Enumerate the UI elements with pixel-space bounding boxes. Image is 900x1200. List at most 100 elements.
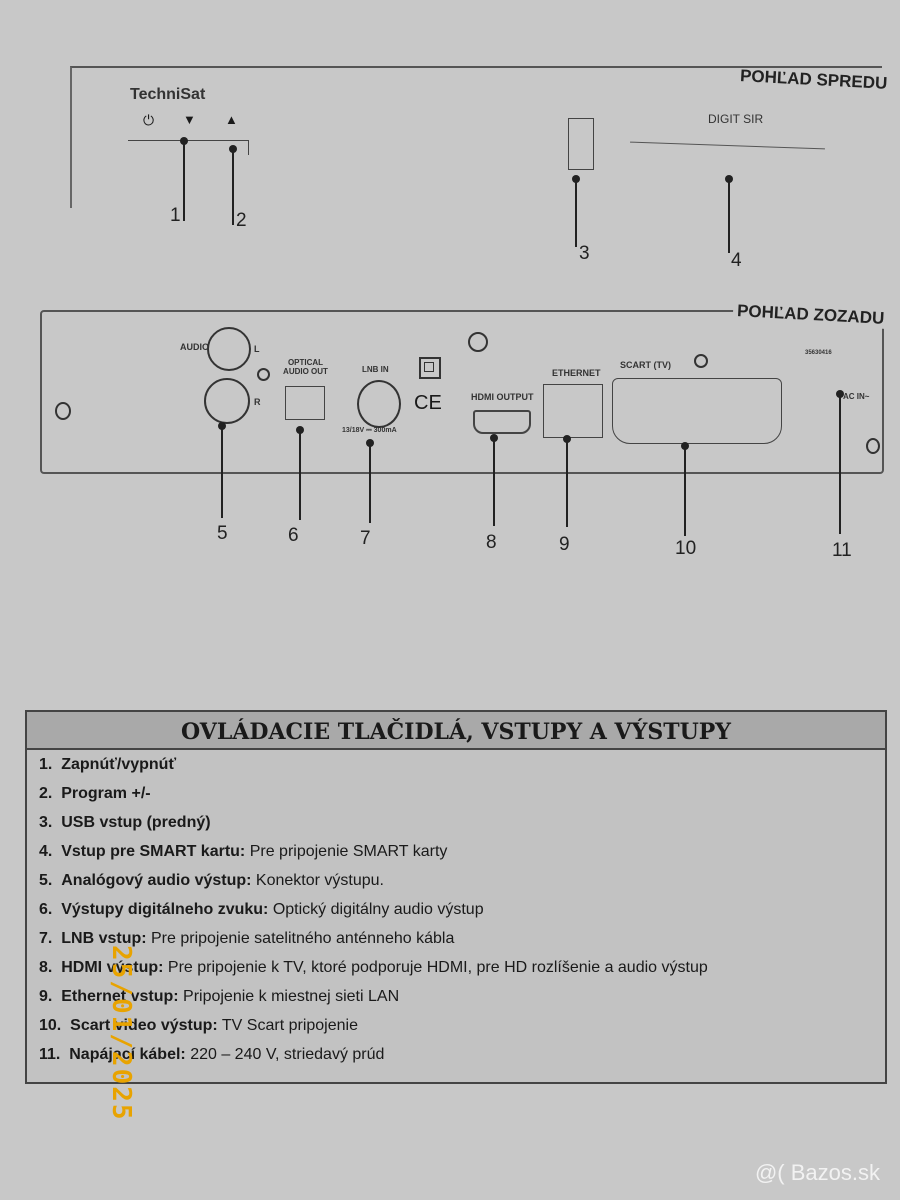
item-number: 8.: [39, 959, 53, 976]
table-row: 6. Výstupy digitálneho zvuku: Optický di…: [27, 895, 885, 924]
table-row: 10. Scart video výstup: TV Scart pripoje…: [27, 1011, 885, 1040]
front-panel-drawing: [70, 66, 882, 208]
lnb-port: [357, 380, 401, 428]
model-name: DIGIT SIR: [708, 112, 764, 126]
callout-line: [493, 438, 495, 526]
callout-line: [575, 179, 577, 247]
optical-label: OPTICAL AUDIO OUT: [283, 358, 328, 376]
callout-label: 5: [217, 523, 228, 544]
callout-line: [566, 439, 568, 527]
hdmi-label: HDMI OUTPUT: [471, 392, 534, 402]
item-name: Scart video výstup:: [70, 1017, 218, 1034]
callout-line: [232, 149, 234, 225]
screw-hole: [55, 402, 71, 420]
table-row: 7. LNB vstup: Pre pripojenie satelitného…: [27, 924, 885, 953]
callout-label: 10: [675, 538, 697, 559]
callout-label: 11: [832, 540, 852, 561]
ground-screw: [468, 332, 488, 352]
table-title: OVLÁDACIE TLAČIDLÁ, VSTUPY A VÝSTUPY: [27, 712, 885, 750]
scart-port: [612, 378, 782, 444]
hdmi-port: [473, 410, 531, 434]
table-row: 2. Program +/-: [27, 779, 885, 808]
callout-label: 2: [236, 210, 247, 231]
table-row: 9. Ethernet vstup: Pripojenie k miestnej…: [27, 982, 885, 1011]
callout-line: [369, 443, 371, 523]
item-description: Pripojenie k miestnej sieti LAN: [178, 988, 400, 1005]
ethernet-label: ETHERNET: [552, 368, 601, 378]
item-number: 9.: [39, 988, 53, 1005]
audio-r-jack: [204, 378, 250, 424]
item-number: 11.: [39, 1046, 61, 1063]
controls-table: OVLÁDACIE TLAČIDLÁ, VSTUPY A VÝSTUPY 1. …: [25, 710, 887, 1084]
serial-number: 35630416: [805, 350, 832, 356]
audio-l-label: L: [254, 344, 260, 354]
screw-hole: [866, 438, 880, 454]
callout-line: [221, 426, 223, 518]
item-name: Analógový audio výstup:: [61, 872, 252, 889]
item-number: 1.: [39, 756, 53, 773]
optical-port: [285, 386, 325, 420]
item-description: Pre pripojenie satelitného anténneho káb…: [146, 930, 455, 947]
callout-label: 3: [579, 243, 590, 264]
item-name: Zapnúť/vypnúť: [61, 756, 177, 773]
lnb-spec: 13/18V ⎓ 300mA: [342, 427, 397, 434]
button-bar: [128, 140, 249, 155]
item-name: Vstup pre SMART kartu:: [61, 843, 246, 860]
item-number: 5.: [39, 872, 53, 889]
item-description: Konektor výstupu.: [251, 872, 384, 889]
item-description: TV Scart pripojenie: [217, 1017, 358, 1034]
ac-in-label: AC IN~: [843, 392, 870, 401]
callout-label: 1: [170, 205, 181, 226]
watermark: @( Bazos.sk: [754, 1160, 880, 1185]
ethernet-port: [543, 384, 603, 438]
callout-label: 7: [360, 528, 371, 549]
lnb-label: LNB IN: [362, 365, 389, 374]
item-number: 6.: [39, 901, 53, 918]
item-description: Optický digitálny audio výstup: [268, 901, 484, 918]
ce-mark: CE: [414, 392, 442, 414]
item-name: Výstupy digitálneho zvuku:: [61, 901, 269, 918]
item-name: USB vstup (predný): [61, 814, 211, 831]
audio-label: AUDIO: [180, 342, 209, 352]
brand-logo: TechniSat: [130, 86, 206, 103]
callout-label: 9: [559, 534, 570, 555]
callout-line: [299, 430, 301, 520]
item-number: 2.: [39, 785, 53, 802]
item-name: Ethernet vstup:: [61, 988, 179, 1005]
callout-label: 8: [486, 532, 497, 553]
item-description: Pre pripojenie SMART karty: [245, 843, 448, 860]
table-row: 11. Napájací kábel: 220 – 240 V, strieda…: [27, 1040, 885, 1069]
callout-line: [839, 394, 841, 534]
item-number: 7.: [39, 930, 53, 947]
usb-port: [568, 118, 594, 170]
indicator-hole: [694, 354, 708, 368]
audio-r-label: R: [254, 397, 261, 407]
date-stamp: 25/01/2025: [106, 945, 136, 1122]
scart-label: SCART (TV): [620, 360, 671, 370]
audio-l-jack: [207, 327, 251, 371]
table-row: 8. HDMI výstup: Pre pripojenie k TV, kto…: [27, 953, 885, 982]
table-row: 4. Vstup pre SMART kartu: Pre pripojenie…: [27, 837, 885, 866]
item-name: Napájací kábel:: [69, 1046, 186, 1063]
callout-label: 4: [731, 250, 742, 271]
callout-line: [183, 141, 185, 221]
callout-line: [684, 446, 686, 536]
callout-line: [728, 179, 730, 253]
callout-label: 6: [288, 525, 299, 546]
double-insulation-icon: [419, 357, 441, 379]
item-name: HDMI výstup:: [61, 959, 164, 976]
table-row: 1. Zapnúť/vypnúť: [27, 750, 885, 779]
arrow-up-icon: ▲: [225, 112, 238, 127]
power-icon: ⏻: [143, 112, 155, 128]
arrow-down-icon: ▼: [183, 112, 196, 127]
item-number: 4.: [39, 843, 53, 860]
indicator-hole: [257, 368, 270, 381]
table-row: 5. Analógový audio výstup: Konektor výst…: [27, 866, 885, 895]
rear-panel-drawing: [40, 310, 884, 474]
item-name: LNB vstup:: [61, 930, 147, 947]
item-number: 10.: [39, 1017, 62, 1034]
table-row: 3. USB vstup (predný): [27, 808, 885, 837]
item-description: Pre pripojenie k TV, ktoré podporuje HDM…: [163, 959, 708, 976]
item-number: 3.: [39, 814, 53, 831]
